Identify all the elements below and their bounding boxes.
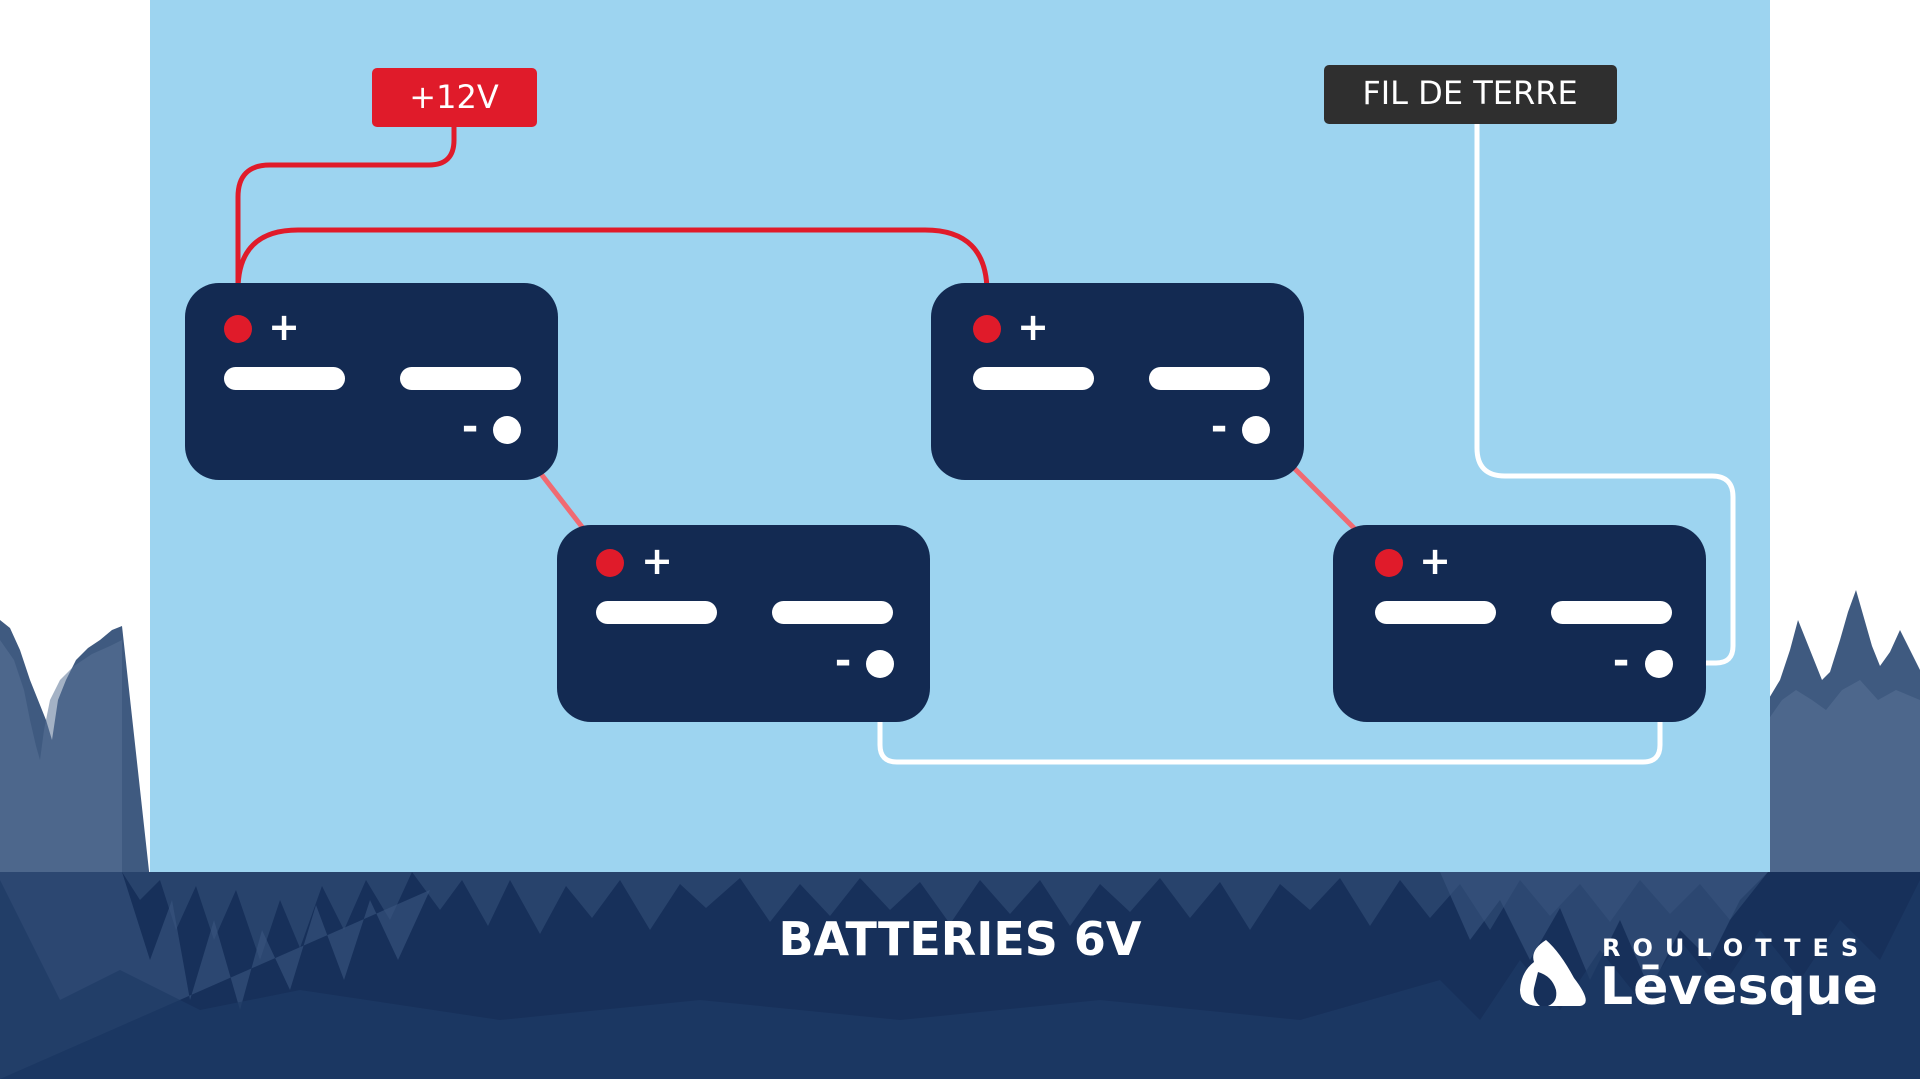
- positive-label-text: +12V: [409, 78, 499, 116]
- diagram-title: BATTERIES 6V: [778, 912, 1141, 966]
- plus-symbol: +: [1017, 305, 1049, 349]
- positive-parallel-wire: [235, 227, 990, 332]
- brand-logo: ROULOTTES Lēvesque: [1520, 934, 1878, 1017]
- positive-terminal: [224, 315, 252, 343]
- battery: + -: [185, 283, 558, 480]
- battery: + -: [557, 525, 930, 722]
- ground-label-text: FIL DE TERRE: [1362, 74, 1577, 112]
- battery: + -: [931, 283, 1304, 480]
- plus-symbol: +: [1419, 539, 1451, 583]
- ground-wire: [1474, 121, 1736, 666]
- negative-terminal: [866, 650, 894, 678]
- positive-label: +12V: [372, 68, 537, 127]
- positive-terminal: [596, 549, 624, 577]
- plus-symbol: +: [268, 305, 300, 349]
- negative-terminal: [493, 416, 521, 444]
- positive-wire-to-label: [235, 124, 457, 332]
- negative-terminal: [1242, 416, 1270, 444]
- minus-symbol: -: [835, 638, 852, 684]
- ground-label: FIL DE TERRE: [1324, 65, 1617, 124]
- ground-return-wire: [877, 662, 1663, 765]
- plus-symbol: +: [641, 539, 673, 583]
- minus-symbol: -: [462, 404, 479, 450]
- positive-terminal: [1375, 549, 1403, 577]
- positive-terminal: [973, 315, 1001, 343]
- negative-terminal: [1645, 650, 1673, 678]
- forest-background: [0, 590, 1920, 1079]
- minus-symbol: -: [1613, 638, 1630, 684]
- battery: + -: [1333, 525, 1706, 722]
- brand-line1: ROULOTTES: [1602, 934, 1870, 962]
- brand-line2: Lēvesque: [1600, 957, 1878, 1017]
- minus-symbol: -: [1211, 404, 1228, 450]
